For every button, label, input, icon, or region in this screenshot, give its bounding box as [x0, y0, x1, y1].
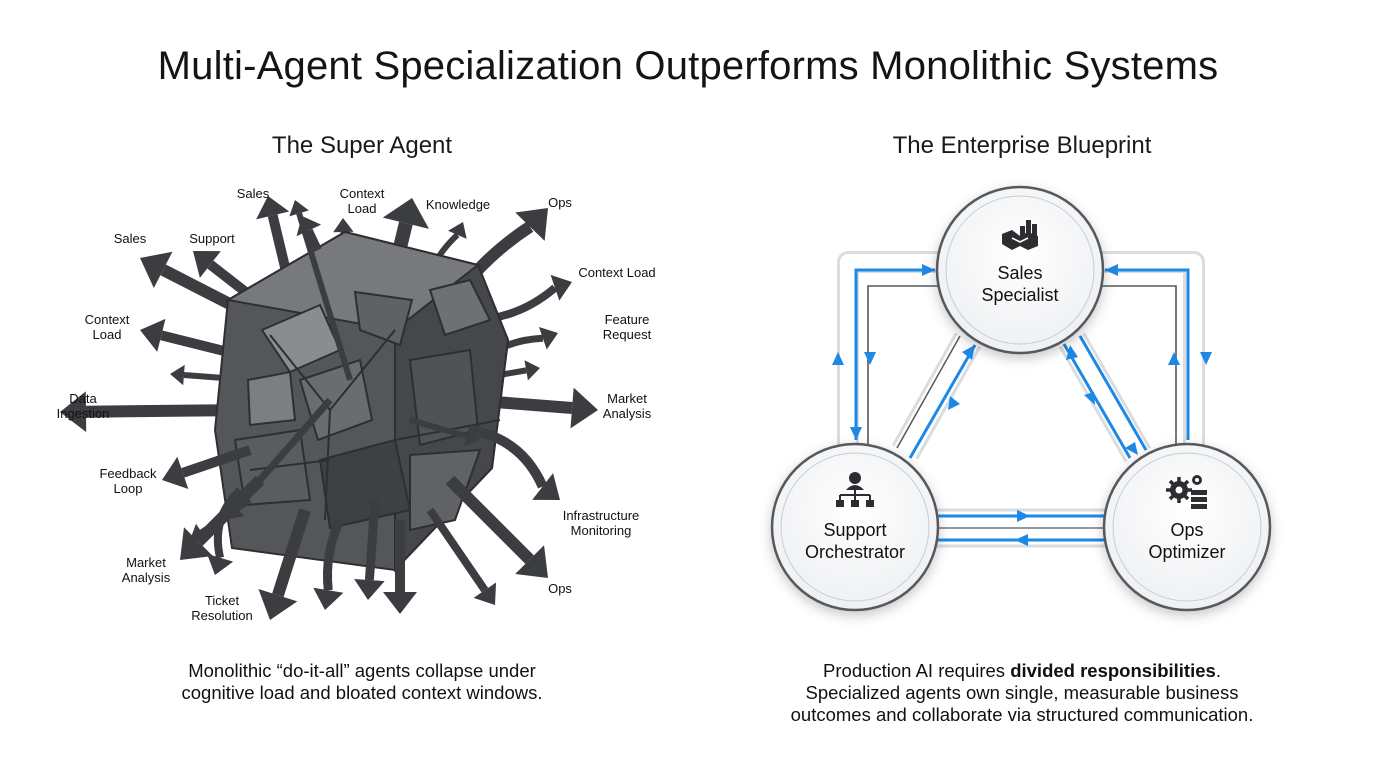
- org-chart-person-icon: [836, 472, 874, 507]
- handshake-chart-icon: [1002, 220, 1038, 250]
- support-node-line2: Orchestrator: [805, 542, 905, 562]
- flow-arrowhead: [850, 427, 862, 440]
- chaos-arrow: [296, 216, 322, 252]
- super-agent-caption-line2: cognitive load and bloated context windo…: [181, 682, 543, 703]
- chaos-arrow: [258, 508, 311, 620]
- ops-node-line1: Ops: [1170, 520, 1203, 540]
- enterprise-caption-line2: Specialized agents own single, measurabl…: [805, 682, 1239, 703]
- chaos-arrow: [409, 417, 480, 446]
- flow-arrowhead: [832, 352, 844, 365]
- chaos-arrow: [162, 445, 252, 489]
- flow-arrowhead: [1200, 352, 1212, 365]
- caption-text: Production AI requires: [823, 660, 1011, 681]
- gears-server-icon: [1166, 475, 1207, 509]
- chaos-arrow: [383, 520, 417, 614]
- super-agent-caption: Monolithic “do-it-all” agents collapse u…: [112, 660, 612, 704]
- sales-support-link: [891, 332, 982, 460]
- sales-node-line2: Specialist: [981, 285, 1058, 305]
- ops-optimizer-node[interactable]: [1102, 442, 1272, 612]
- topic-label: Ops: [548, 195, 572, 210]
- outer-loop-flow: [832, 264, 1212, 440]
- flow-arrowhead: [1017, 510, 1030, 522]
- chaotic-arrows-front: [162, 200, 560, 620]
- chaos-arrow: [426, 507, 497, 605]
- caption-emphasis: divided responsibilities: [1010, 660, 1216, 681]
- flow-arrowhead: [1125, 442, 1138, 455]
- support-ops-link: [923, 508, 1117, 548]
- outer-loop-track: [837, 251, 1205, 465]
- topic-label: Sales: [237, 186, 270, 201]
- page-title: Multi-Agent Specialization Outperforms M…: [157, 44, 1219, 88]
- caption-period: .: [1215, 660, 1221, 681]
- sales-specialist-node[interactable]: [935, 185, 1105, 355]
- topic-label: Context Load: [578, 265, 655, 280]
- topic-label: Knowledge: [426, 197, 490, 212]
- flow-arrowhead: [962, 345, 975, 360]
- super-agent-subtitle: The Super Agent: [271, 132, 453, 159]
- topic-label: Sales: [114, 231, 147, 246]
- ops-node-line2: Optimizer: [1148, 542, 1225, 562]
- flow-arrowhead: [1015, 534, 1028, 546]
- enterprise-blueprint-subtitle: The Enterprise Blueprint: [892, 132, 1152, 159]
- flow-arrowhead: [1168, 352, 1180, 365]
- fractured-cube: [213, 230, 510, 573]
- flow-arrowhead: [864, 352, 876, 365]
- support-orchestrator-node[interactable]: [770, 442, 940, 612]
- enterprise-caption-line1: Production AI requires divided responsib…: [722, 660, 1322, 682]
- flow-arrowhead: [948, 396, 960, 410]
- topic-label: Support: [189, 231, 235, 246]
- chaos-arrow: [445, 475, 548, 578]
- chaos-arrow: [469, 425, 560, 500]
- chaos-arrow: [289, 200, 353, 381]
- flow-arrowhead: [1084, 392, 1095, 405]
- enterprise-caption-line3: outcomes and collaborate via structured …: [790, 704, 1254, 725]
- sales-node-line1: Sales: [997, 263, 1042, 283]
- chaos-arrow: [190, 497, 252, 541]
- chaos-arrow: [313, 518, 345, 610]
- flow-arrowhead: [1105, 264, 1118, 276]
- support-node-line1: Support: [823, 520, 886, 540]
- topic-label: Ops: [548, 581, 572, 596]
- chaos-arrow: [354, 499, 385, 600]
- enterprise-caption: Production AI requires divided responsib…: [722, 660, 1322, 726]
- enterprise-blueprint-diagram: Sales Specialist Support Orchestrator: [770, 185, 1272, 612]
- flow-arrowhead: [922, 264, 935, 276]
- super-agent-caption-line1: Monolithic “do-it-all” agents collapse u…: [188, 660, 536, 681]
- flow-arrowhead: [1066, 345, 1078, 360]
- sales-ops-link: [1058, 332, 1152, 463]
